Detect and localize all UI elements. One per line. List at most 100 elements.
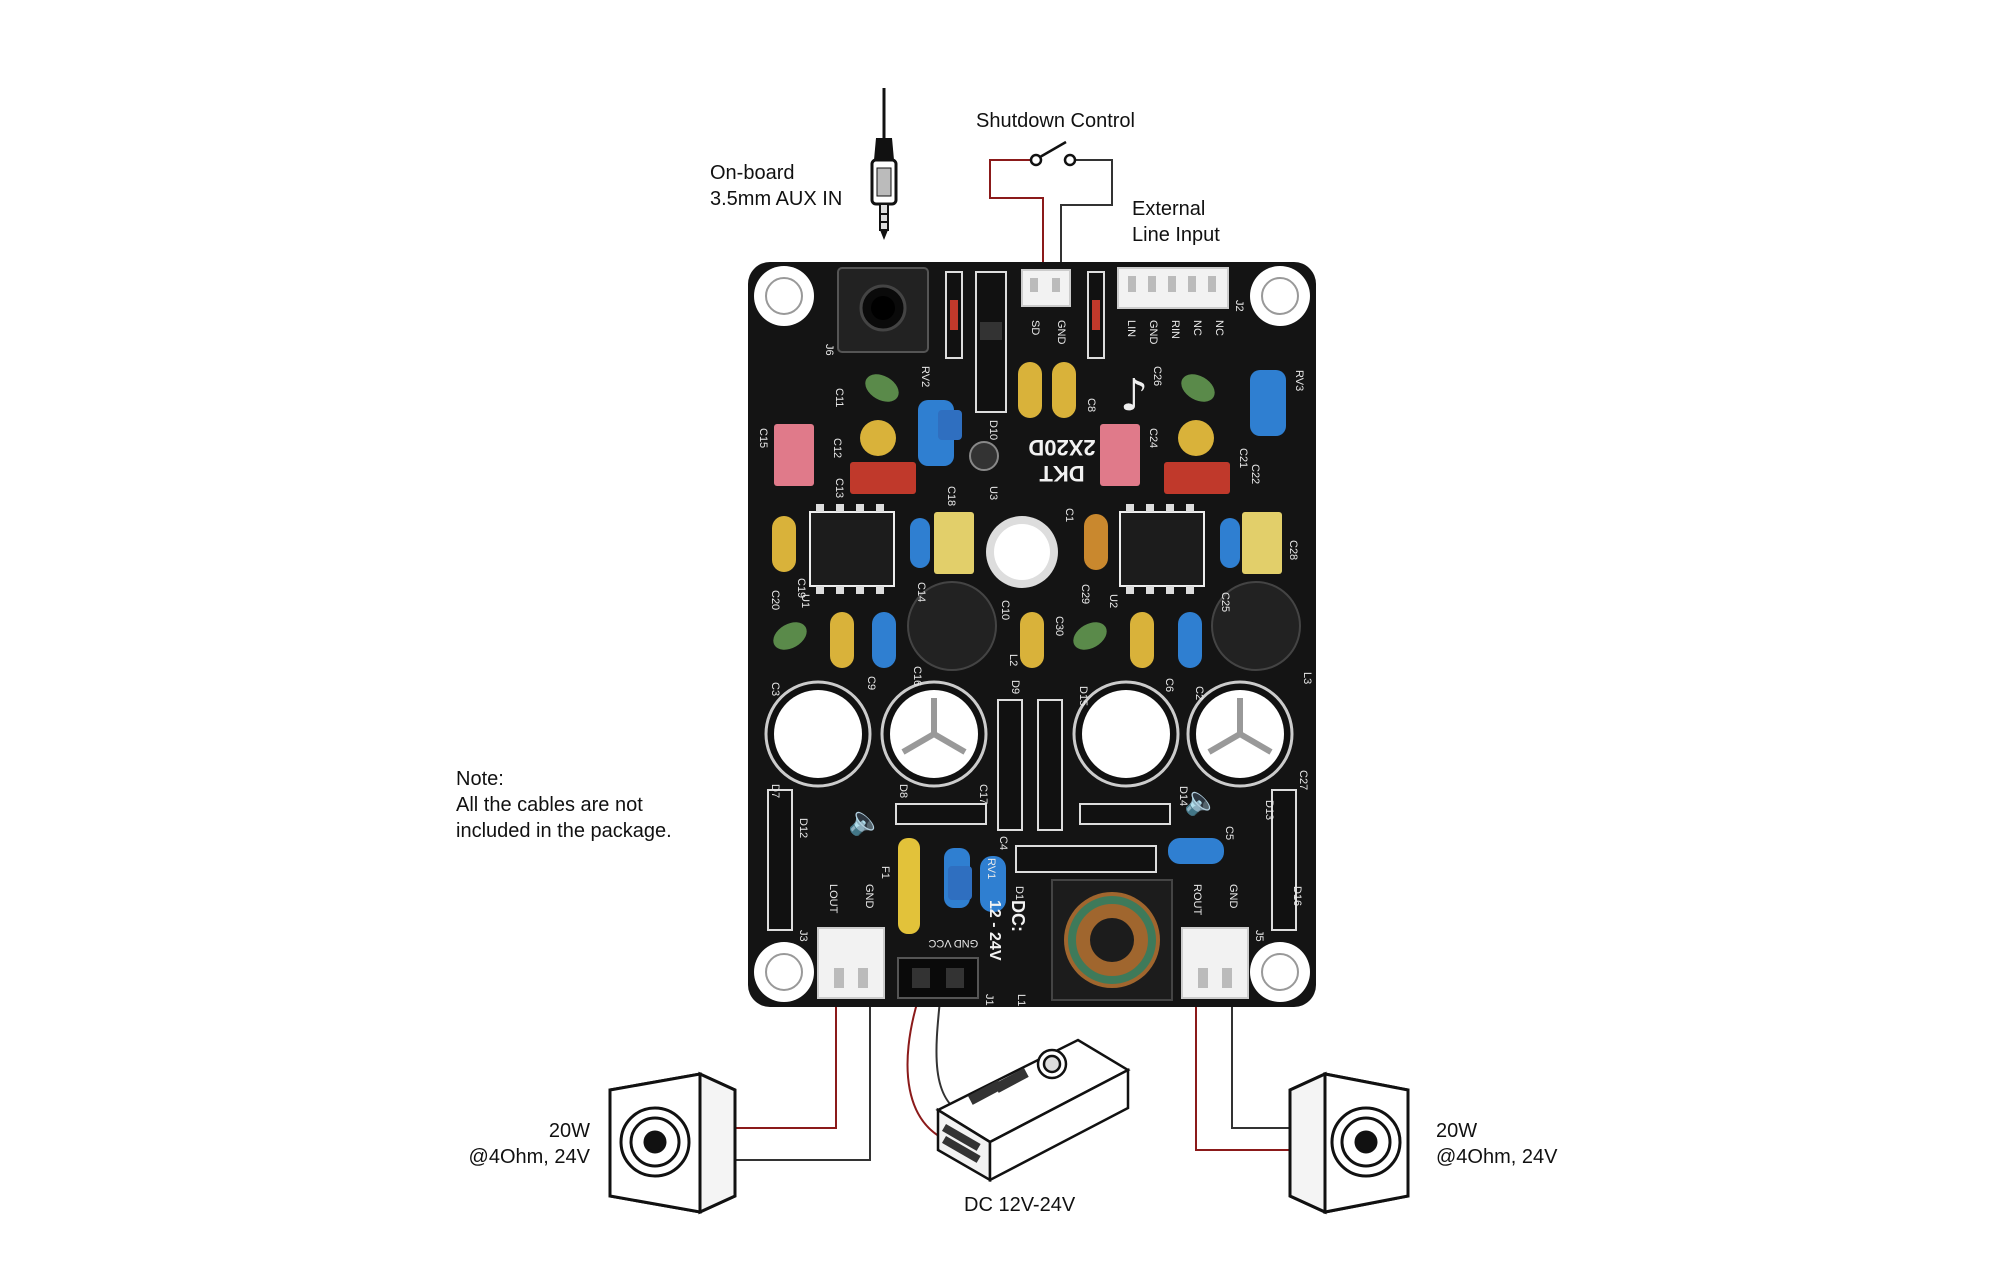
- speaker-glyph-icon: 🔈: [848, 804, 883, 837]
- designator-c26: C26: [1151, 366, 1163, 386]
- svg-text:LOUT: LOUT: [827, 884, 839, 914]
- right-speaker-icon: [1288, 1071, 1410, 1215]
- j3-pin-labels: LOUT GND J3: [797, 884, 875, 942]
- designator-rv2: RV2: [919, 366, 931, 387]
- svg-text:NC: NC: [1191, 320, 1203, 336]
- designator-c28: C28: [1287, 540, 1299, 560]
- power-supply-icon: [935, 1038, 1131, 1183]
- music-note-icon: ♪: [1120, 370, 1148, 421]
- svg-text:J3: J3: [797, 930, 809, 942]
- designator-c6: C6: [1163, 678, 1175, 692]
- designator-d16: D16: [1291, 886, 1303, 906]
- speaker-glyph-icon: 🔈: [1184, 784, 1219, 817]
- brand-text: DKT: [1039, 461, 1085, 486]
- designator-c20: C20: [769, 590, 781, 610]
- designator-c22: C22: [1249, 464, 1261, 484]
- note-title: Note:: [456, 768, 504, 790]
- toroid-inductor-l1: [1051, 879, 1173, 1001]
- j5-pin-labels: ROUT GND J5: [1191, 884, 1265, 942]
- svg-text:ROUT: ROUT: [1191, 884, 1203, 915]
- dc-range-text: 12 - 24V: [986, 900, 1003, 961]
- designator-c29: C29: [1079, 584, 1091, 604]
- designator-c13: C13: [833, 478, 845, 498]
- designator-d1: D1: [1013, 886, 1025, 900]
- left-speaker-wire-red: [735, 990, 837, 1129]
- right-speaker-wire-red: [1195, 990, 1290, 1151]
- designator-u2: U2: [1107, 594, 1119, 608]
- electrolytic-capacitors: [764, 680, 1294, 788]
- note-label: Note: All the cables are not included in…: [456, 766, 672, 844]
- right-speaker-spec: @4Ohm, 24V: [1436, 1146, 1558, 1168]
- model-text: 2X20D: [1028, 435, 1095, 460]
- designator-d13: D13: [1263, 800, 1275, 820]
- designator-rv3: RV3: [1293, 370, 1305, 391]
- aux-in-label: On-board 3.5mm AUX IN: [710, 160, 842, 212]
- aux-in-label-line1: On-board: [710, 162, 795, 184]
- center-capacitor-c1: [986, 516, 1058, 588]
- power-supply-label: DC 12V-24V: [964, 1194, 1076, 1216]
- sd-pin-labels: SD GND: [1029, 320, 1067, 345]
- pcb-silkscreen: DKT 2X20D DC: 12 - 24V LIN GND RIN NC NC…: [757, 300, 1313, 1006]
- svg-text:GND: GND: [1055, 320, 1067, 345]
- designator-c15: C15: [757, 428, 769, 448]
- designator-c2: C2: [1193, 686, 1205, 700]
- j1-pin-labels: VCC GND J1 L1 J6: [823, 344, 1027, 1006]
- designator-c25: C25: [1219, 592, 1231, 612]
- designator-c21: C21: [1237, 448, 1249, 468]
- svg-text:RIN: RIN: [1169, 320, 1181, 339]
- left-speaker-power: 20W: [548, 1120, 590, 1142]
- designator-c11: C11: [833, 388, 845, 407]
- left-speaker-icon: [608, 1071, 737, 1215]
- dc-connector-j1: [897, 957, 979, 999]
- designator-d7: D7: [769, 784, 781, 798]
- diodes: [767, 271, 1297, 931]
- svg-text:GND: GND: [863, 884, 875, 909]
- designator-c4: C4: [997, 836, 1009, 850]
- fuse-f1: [898, 838, 920, 934]
- switch-icon: [1029, 140, 1077, 167]
- svg-text:SD: SD: [1029, 320, 1041, 335]
- designator-u1: U1: [799, 594, 811, 608]
- svg-text:J1: J1: [983, 994, 995, 1006]
- designator-c30: C30: [1053, 616, 1065, 636]
- right-speaker-label: 20W @4Ohm, 24V: [1436, 1118, 1557, 1170]
- pcb-board: DKT 2X20D DC: 12 - 24V LIN GND RIN NC NC…: [748, 262, 1316, 1007]
- designator-c3: C3: [769, 682, 781, 696]
- aux-in-label-line2: 3.5mm AUX IN: [710, 188, 843, 210]
- svg-text:J6: J6: [823, 344, 835, 356]
- designator-c17: C17: [977, 784, 989, 804]
- ceramic-capacitors: [860, 420, 1214, 456]
- left-speaker-wire-dark: [735, 990, 871, 1161]
- designator-c24: C24: [1147, 428, 1159, 448]
- designator-d12: D12: [797, 818, 809, 838]
- shutdown-wire-right: [1060, 159, 1113, 277]
- transistor-u3: [969, 441, 999, 471]
- designator-c19: C19: [795, 578, 807, 598]
- designator-rv1: RV1: [985, 858, 997, 879]
- designator-c8: C8: [1085, 398, 1097, 412]
- designator-d9: D9: [1009, 680, 1021, 694]
- designator-c18: C18: [945, 486, 957, 506]
- svg-text:GND: GND: [954, 937, 979, 949]
- svg-text:J5: J5: [1253, 930, 1265, 942]
- external-label-line1: External: [1132, 198, 1206, 220]
- output-connectors: [817, 927, 1249, 999]
- green-capacitors: [773, 374, 1215, 650]
- right-speaker-wire-dark: [1231, 990, 1290, 1129]
- designator-c12: C12: [831, 438, 843, 458]
- designator-c27: C27: [1297, 770, 1309, 790]
- trimmer-pots: [938, 410, 972, 900]
- designator-c5: C5: [1223, 826, 1235, 840]
- svg-text:L1: L1: [1015, 994, 1027, 1006]
- inductors: [907, 581, 1301, 671]
- designator-l3: L3: [1301, 672, 1313, 684]
- dc-label-text: DC:: [1008, 900, 1028, 932]
- right-speaker-power: 20W: [1436, 1120, 1478, 1142]
- shutdown-control-label: Shutdown Control: [976, 110, 1135, 132]
- svg-text:NC: NC: [1213, 320, 1225, 336]
- wires: [735, 159, 1290, 1161]
- designator-f1: F1: [879, 866, 891, 879]
